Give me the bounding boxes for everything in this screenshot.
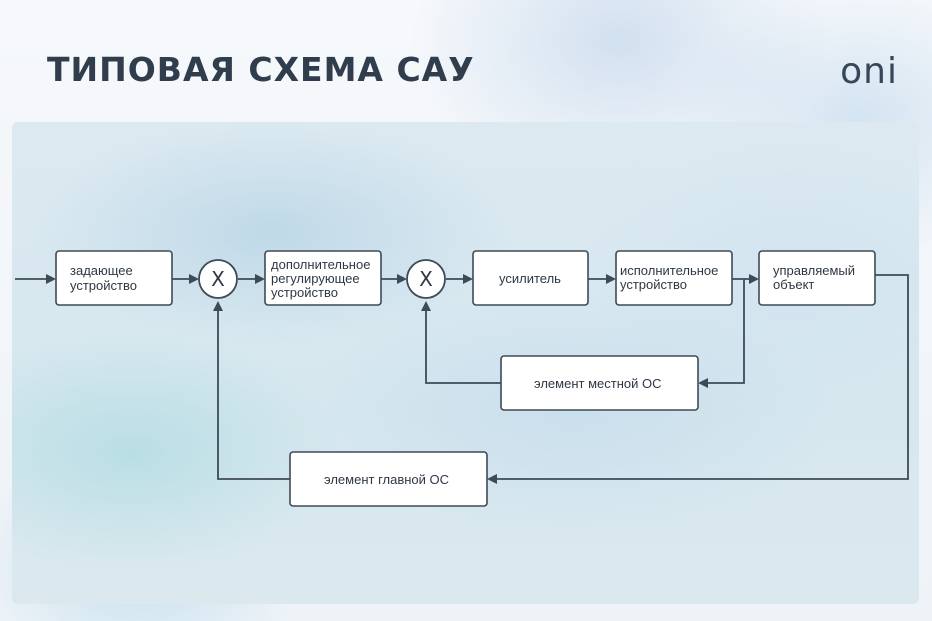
oni-logo: oni — [840, 51, 898, 92]
main-feedback-out — [487, 274, 909, 484]
block-upravlyaemyi-label-1: управляемый — [773, 263, 855, 278]
summing-junction-2: X — [406, 259, 446, 299]
summing-junction-1: X — [198, 259, 238, 299]
block-dop-reg-label-2: регулирующее — [271, 271, 360, 286]
block-mestnaya-os-label: элемент местной ОС — [534, 376, 661, 391]
block-dop-reg-ustroystvo: дополнительное регулирующее устройство — [264, 250, 382, 306]
block-ispolnitelnoe-label-2: устройство — [620, 277, 687, 292]
main-feedback-in — [213, 301, 290, 480]
block-zadayushchee-label-1: задающее — [70, 263, 133, 278]
block-zadayushchee-ustroystvo: задающее устройство — [55, 250, 173, 306]
block-ispolnitelnoe-label-1: исполнительное — [620, 263, 718, 278]
block-ispolnitelnoe-ustroystvo: исполнительное устройство — [615, 250, 733, 306]
block-glavnaya-os-label: элемент главной ОС — [324, 472, 449, 487]
local-feedback-in — [421, 301, 501, 384]
block-zadayushchee-label-2: устройство — [70, 278, 137, 293]
block-usilitel: усилитель — [472, 250, 589, 306]
summing-junction-1-symbol: X — [211, 267, 225, 291]
block-dop-reg-label-1: дополнительное — [271, 257, 370, 272]
block-upravlyaemyi-label-2: объект — [773, 277, 814, 292]
block-upravlyaemyi-obyekt: управляемый объект — [758, 250, 876, 306]
local-feedback-out — [698, 279, 745, 388]
block-element-mestnoy-os: элемент местной ОС — [500, 355, 699, 411]
slide-title: ТИПОВАЯ СХЕМА САУ — [47, 50, 475, 89]
summing-junction-2-symbol: X — [419, 267, 433, 291]
diagram-panel — [12, 122, 919, 604]
block-dop-reg-label-3: устройство — [271, 285, 338, 300]
block-element-glavnoy-os: элемент главной ОС — [289, 451, 488, 507]
block-usilitel-label: усилитель — [499, 271, 561, 286]
